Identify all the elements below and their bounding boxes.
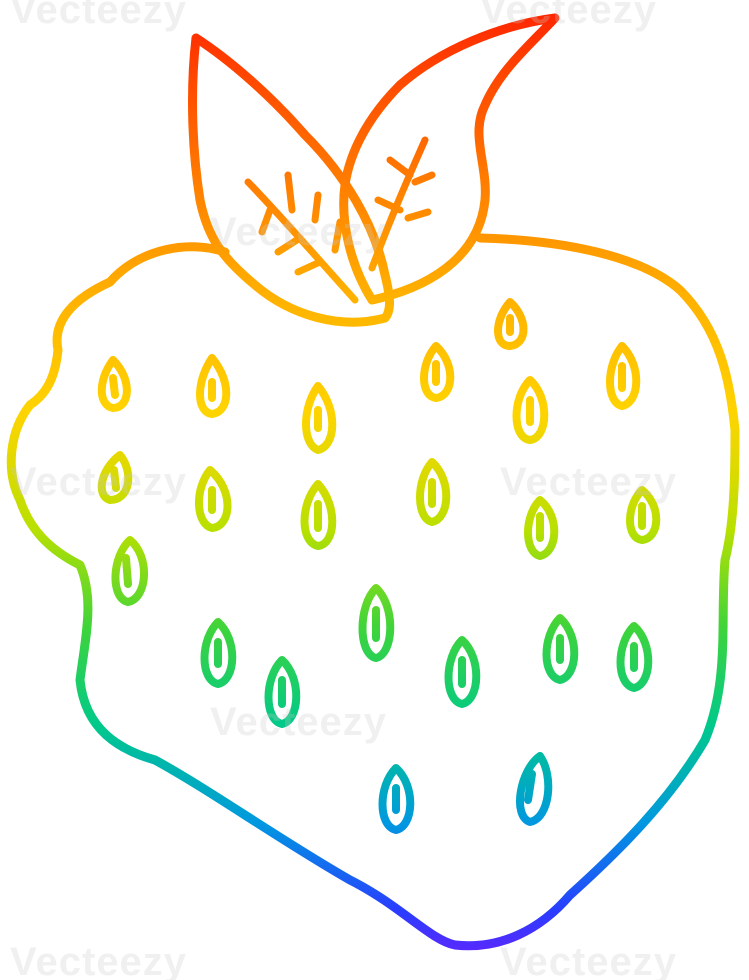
seed bbox=[542, 614, 579, 684]
strawberry-body-outline bbox=[6, 233, 740, 951]
seed bbox=[111, 536, 148, 606]
seed bbox=[300, 480, 337, 550]
seed bbox=[358, 584, 395, 662]
seed bbox=[626, 486, 661, 544]
seed bbox=[616, 622, 653, 692]
left-leaf-outline bbox=[188, 33, 394, 327]
seed bbox=[264, 656, 301, 728]
seed bbox=[416, 458, 451, 526]
seed bbox=[444, 636, 481, 708]
seed bbox=[97, 451, 133, 504]
right-leaf-vein bbox=[368, 136, 436, 272]
seed bbox=[200, 618, 237, 688]
seed-group bbox=[97, 298, 661, 834]
seed bbox=[606, 342, 641, 410]
seed bbox=[512, 376, 549, 444]
seed bbox=[420, 342, 455, 402]
seed bbox=[194, 466, 232, 532]
right-leaf-outline bbox=[339, 13, 560, 305]
seed bbox=[378, 764, 415, 834]
seed bbox=[196, 354, 231, 418]
left-leaf-vein bbox=[244, 171, 359, 304]
seed bbox=[302, 382, 337, 454]
seed bbox=[97, 356, 131, 412]
seed bbox=[494, 298, 528, 350]
seed bbox=[524, 496, 559, 560]
seed bbox=[515, 752, 553, 826]
